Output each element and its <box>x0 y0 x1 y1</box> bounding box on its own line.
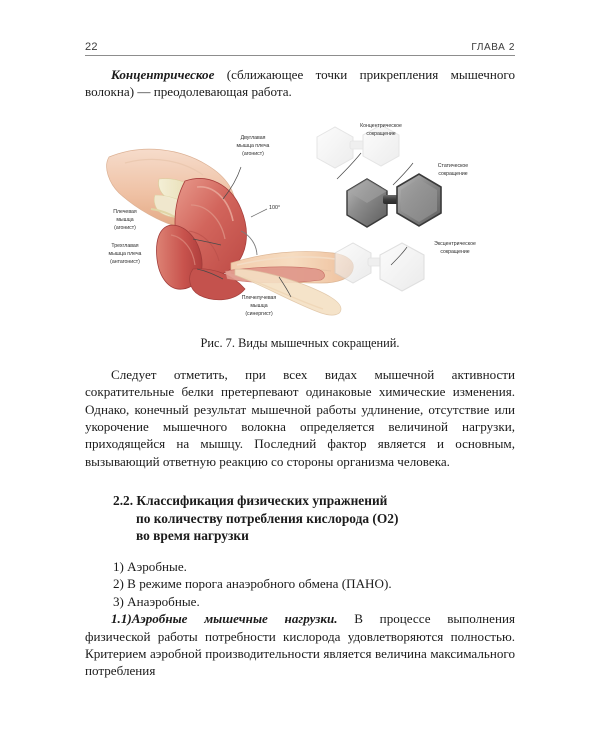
svg-text:Двуглавая: Двуглавая <box>241 135 266 141</box>
svg-text:Плечевая: Плечевая <box>113 209 137 215</box>
list-item: 1) Аэробные. <box>113 559 187 575</box>
section-heading-line-1: 2.2. Классификация физических упражнений <box>113 493 388 509</box>
page-content: Концентрическое (сближающее точки прикре… <box>85 66 515 680</box>
intro-paragraph-text: (сближающее точки прикрепления мышечного… <box>85 67 515 100</box>
final-paragraph-text: В процессе выполнения физической работы … <box>85 611 515 679</box>
oxygen-classification-list: 1) Аэробные. 2) В режиме порога анаэробн… <box>85 558 515 610</box>
svg-text:Эксцентрическое: Эксцентрическое <box>434 241 476 247</box>
svg-text:мышца плеча: мышца плеча <box>237 143 270 149</box>
leader-lines <box>192 152 414 297</box>
svg-text:Трехглавая: Трехглавая <box>111 243 138 249</box>
paragraph-after-figure: Следует отметить, при всех видах мышечно… <box>85 366 515 469</box>
dumbbell-dark-main <box>346 172 442 228</box>
intro-paragraph: Концентрическое (сближающее точки прикре… <box>85 66 515 101</box>
label-static-contraction: Статическое сокращение <box>438 163 469 177</box>
svg-text:Статическое: Статическое <box>438 163 469 169</box>
running-head: 22 ГЛАВА 2 <box>85 36 515 56</box>
svg-text:мышца: мышца <box>250 303 267 309</box>
figure-muscle-contractions: 100° <box>85 113 515 331</box>
svg-text:мышца: мышца <box>116 217 133 223</box>
muscle-triceps-brachii <box>189 268 246 300</box>
list-item: 2) В режиме порога анаэробного обмена (П… <box>113 576 392 592</box>
svg-text:(синергист): (синергист) <box>245 311 273 317</box>
section-heading-line-2: по количеству потребления кислорода (О2) <box>136 510 399 526</box>
label-concentric-contraction: Концентрическое сокращение <box>360 123 402 137</box>
svg-text:Концентрическое: Концентрическое <box>360 123 402 129</box>
label-brachioradialis: Плечелучевая мышца (синергист) <box>242 295 277 317</box>
svg-text:(агонист): (агонист) <box>114 225 136 231</box>
svg-text:сокращение: сокращение <box>438 171 467 177</box>
label-eccentric-contraction: Эксцентрическое сокращение <box>434 241 476 255</box>
label-triceps: Трехглавая мышца плеча (антагонист) <box>109 243 142 265</box>
section-heading-line-3: во время нагрузки <box>136 528 249 544</box>
figure-caption: Рис. 7. Виды мышечных сокращений. <box>200 335 400 350</box>
page-number: 22 <box>85 41 98 53</box>
label-biceps: Двуглавая мышца плеча (агонист) <box>237 135 270 157</box>
svg-text:сокращение: сокращение <box>440 249 469 255</box>
angle-indicator: 100° <box>240 205 280 255</box>
intro-lead-term: Концентрическое <box>111 67 215 82</box>
figure-illustration: 100° <box>106 123 476 317</box>
svg-text:мышца плеча: мышца плеча <box>109 251 142 257</box>
svg-text:сокращение: сокращение <box>366 131 395 137</box>
dumbbell-ghost-top <box>316 124 400 169</box>
final-paragraph-lead-term: 1.1)Аэробные мышечные нагрузки. <box>111 611 338 627</box>
label-brachialis: Плечевая мышца (агонист) <box>113 209 137 231</box>
dumbbell-ghost-bottom <box>334 242 425 292</box>
list-item: 3) Анаэробные. <box>113 593 200 609</box>
svg-text:(антагонист): (антагонист) <box>110 259 140 265</box>
final-paragraph: 1.1)Аэробные мышечные нагрузки. В процес… <box>85 610 515 680</box>
chapter-label: ГЛАВА 2 <box>471 42 515 53</box>
svg-text:(агонист): (агонист) <box>242 151 264 157</box>
section-heading: 2.2. Классификация физических упражнений… <box>85 492 515 545</box>
svg-text:Плечелучевая: Плечелучевая <box>242 295 277 301</box>
angle-label: 100° <box>269 205 280 211</box>
